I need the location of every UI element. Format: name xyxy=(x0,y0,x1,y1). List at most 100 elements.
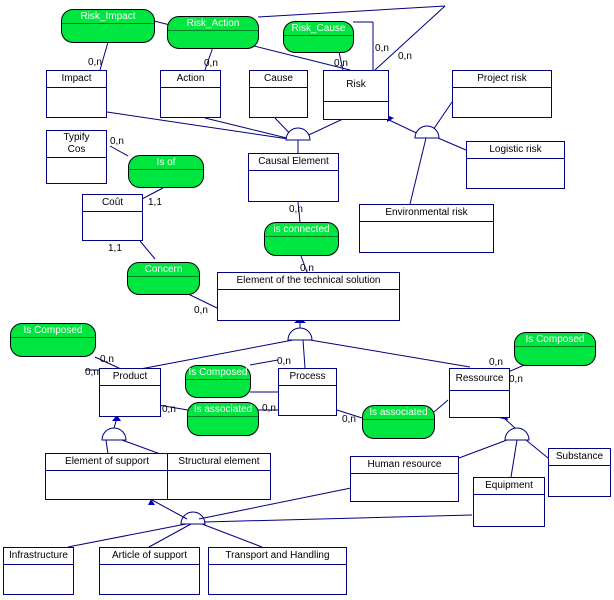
relation-concern-label: Concern xyxy=(128,263,199,277)
entity-infrastructure[interactable]: Infrastructure xyxy=(3,547,74,595)
entity-risk-label: Risk xyxy=(324,71,388,102)
cardinality-label: 0,n xyxy=(509,374,523,385)
cardinality-label: 0,n xyxy=(342,414,356,425)
entity-process-label: Process xyxy=(279,369,336,386)
relation-is-of[interactable]: Is of xyxy=(128,155,204,188)
entity-causal-element-label: Causal Element xyxy=(249,154,338,171)
link-human-resource xyxy=(458,439,508,459)
entity-equipment[interactable]: Equipment xyxy=(473,477,545,527)
entity-typify-cos-divider xyxy=(47,157,106,158)
entity-element-of-support-label: Element of support xyxy=(46,454,168,471)
relation-risk-cause[interactable]: Risk_Cause xyxy=(283,21,354,53)
cardinality-label: 0,n xyxy=(277,356,291,367)
link-risk-action-action xyxy=(204,46,214,71)
link-substance xyxy=(525,439,549,459)
link-support-arrow xyxy=(151,499,188,520)
link-risk-action-risk xyxy=(374,5,446,71)
link-transport-handling xyxy=(201,523,263,548)
technical-inheritance-marker xyxy=(287,327,313,341)
entity-element-of-support[interactable]: Element of support xyxy=(45,453,169,500)
relation-risk-action-label: Risk_Action xyxy=(168,17,258,31)
entity-environmental-risk[interactable]: Environmental risk xyxy=(359,204,494,253)
cardinality-label: 1,1 xyxy=(108,243,122,254)
entity-human-resource-label: Human resource xyxy=(351,457,458,474)
relation-is-composed-ressource-label: Is Composed xyxy=(515,333,595,347)
support-arrowhead xyxy=(148,499,155,505)
link-infrastructure xyxy=(67,523,187,548)
link-human-support xyxy=(198,487,352,520)
relation-is-associated-process-label: Is associated xyxy=(363,406,434,420)
entity-project-risk[interactable]: Project risk xyxy=(452,70,552,118)
link-equipment-support xyxy=(203,514,473,523)
link-risk-impact-impact xyxy=(99,41,109,71)
link-risk-action-top xyxy=(257,5,446,18)
link-is-connected-element xyxy=(300,255,308,273)
relation-risk-cause-label: Risk_Cause xyxy=(284,22,353,36)
relation-is-composed-product[interactable]: Is Composed xyxy=(10,323,96,357)
entity-transport-and-handling-label: Transport and Handling xyxy=(209,548,346,565)
cardinality-label: 0,n xyxy=(88,57,102,68)
entity-action-label: Action xyxy=(161,71,220,88)
relation-is-associated-product[interactable]: Is associated xyxy=(187,402,259,436)
cardinality-label: 0,n xyxy=(398,51,412,62)
relation-is-composed-process[interactable]: Is Composed xyxy=(185,365,251,398)
entity-transport-and-handling[interactable]: Transport and Handling xyxy=(208,547,347,595)
link-product-composed-1 xyxy=(94,356,124,371)
entity-cout[interactable]: Coût xyxy=(82,194,143,241)
entity-element-technical-solution-label: Element of the technical solution xyxy=(218,273,399,290)
entity-product-label: Product xyxy=(100,369,160,386)
link-article-support xyxy=(148,523,192,548)
entity-element-technical-solution[interactable]: Element of the technical solution xyxy=(217,272,400,321)
relation-risk-impact-label: Risk_Impact xyxy=(62,10,154,24)
cardinality-label: 0,n xyxy=(262,403,276,414)
entity-infrastructure-label: Infrastructure xyxy=(4,548,73,565)
entity-causal-element[interactable]: Causal Element xyxy=(248,153,339,202)
entity-environmental-risk-label: Environmental risk xyxy=(360,205,493,222)
link-typify-is-of xyxy=(109,145,129,157)
link-cout-is-of xyxy=(139,187,164,201)
entity-article-of-support-label: Article of support xyxy=(100,548,199,565)
link-product-technical xyxy=(134,339,294,371)
entity-ressource-label: Ressource xyxy=(450,369,509,391)
link-process-technical xyxy=(302,339,306,369)
entity-risk[interactable]: Risk xyxy=(323,70,389,120)
link-causal-is-connected xyxy=(297,201,301,223)
entity-typify-cos[interactable]: Typify Cos xyxy=(46,130,107,184)
relation-is-associated-process[interactable]: Is associated xyxy=(362,405,435,439)
entity-typify-cos-label: Typify Cos xyxy=(63,132,90,155)
entity-human-resource[interactable]: Human resource xyxy=(350,456,459,502)
entity-product[interactable]: Product xyxy=(99,368,161,417)
entity-ressource[interactable]: Ressource xyxy=(449,368,510,418)
link-project-risk xyxy=(432,101,453,131)
relation-is-connected-label: is connected xyxy=(265,223,338,237)
relation-is-connected[interactable]: is connected xyxy=(264,222,339,256)
cardinality-label: 0,n xyxy=(162,404,176,415)
entity-cause[interactable]: Cause xyxy=(249,70,308,118)
product-inheritance-marker xyxy=(101,427,127,441)
link-product-associated xyxy=(157,404,189,411)
entity-impact[interactable]: Impact xyxy=(46,70,107,118)
cardinality-label: 1,1 xyxy=(148,197,162,208)
relation-risk-impact[interactable]: Risk_Impact xyxy=(61,9,155,43)
link-equipment xyxy=(510,439,518,478)
relation-concern[interactable]: Concern xyxy=(127,262,200,295)
entity-article-of-support[interactable]: Article of support xyxy=(99,547,200,595)
link-action-causal xyxy=(204,117,296,141)
entity-structural-element[interactable]: Structural element xyxy=(167,453,271,500)
link-ressource-technical xyxy=(309,339,471,368)
entity-substance[interactable]: Substance xyxy=(548,448,611,497)
entity-structural-element-label: Structural element xyxy=(168,454,270,471)
entity-process[interactable]: Process xyxy=(278,368,337,416)
relation-is-composed-ressource[interactable]: Is Composed xyxy=(514,332,596,366)
cardinality-label: 0,n xyxy=(85,367,99,378)
entity-logistic-risk[interactable]: Logistic risk xyxy=(466,141,565,189)
entity-action[interactable]: Action xyxy=(160,70,221,118)
risk-inheritance-marker xyxy=(414,125,440,139)
relation-is-associated-product-label: Is associated xyxy=(188,403,258,417)
relation-risk-action[interactable]: Risk_Action xyxy=(167,16,259,49)
entity-substance-label: Substance xyxy=(549,449,610,466)
cardinality-label: 0,n xyxy=(100,354,114,365)
cardinality-label: 0,n xyxy=(489,357,503,368)
